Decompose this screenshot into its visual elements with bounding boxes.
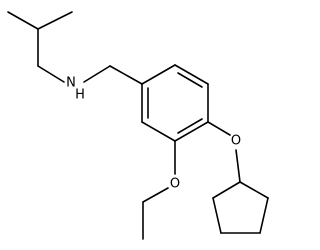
atom-label-h: H (75, 88, 85, 103)
benzene-ring (141, 64, 209, 142)
cyclopentane-bond-4 (212, 197, 222, 234)
cyclopentane-bond-2 (259, 197, 269, 234)
amine-label: N H (66, 76, 85, 103)
bond-o-ch2-ethoxy (142, 187, 169, 203)
benzylamine-linker (83, 65, 143, 85)
cyclopentyloxy-group (207, 121, 269, 234)
bond-ring-o-cyclopentyl (207, 121, 231, 136)
ring-double-bond-inner-1 (177, 72, 203, 88)
ring-bond-1 (141, 64, 176, 85)
ethoxy-group (142, 140, 176, 240)
ring-bond-2 (174, 64, 209, 85)
ring-bond-4 (174, 121, 209, 142)
bond-n-ch2 (83, 65, 111, 83)
cyclopentane-bond-1 (239, 181, 269, 199)
atom-label-n: N (66, 76, 76, 91)
isobutyl-group (7, 11, 73, 83)
ring-bond-5 (141, 121, 176, 142)
chemical-structure: N H O O (7, 11, 269, 240)
atom-label-cyclopentyloxy-o: O (231, 134, 241, 149)
ring-double-bond-inner-2 (177, 118, 203, 134)
bond-ch2-ring (109, 65, 143, 85)
cyclopentane-bond-5 (212, 181, 241, 199)
bond-o-cyclopentyl (235, 149, 241, 183)
bond-ch2-n (37, 65, 65, 83)
bond-methyl1-ch (7, 11, 39, 30)
atom-label-ethoxy-o: O (170, 177, 180, 192)
bond-ch-methyl2 (37, 11, 73, 30)
